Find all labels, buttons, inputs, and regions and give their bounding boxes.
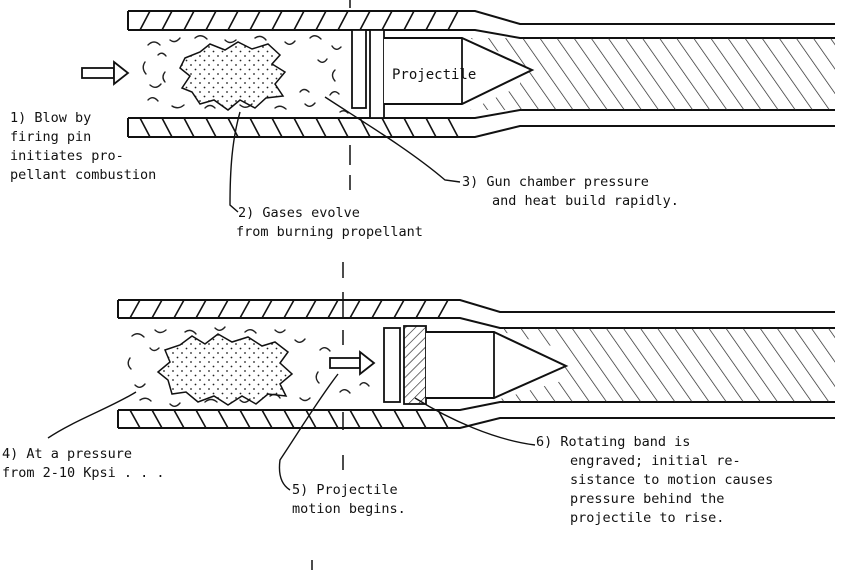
label-1-line-3: initiates pro- — [10, 148, 124, 164]
rotating-band — [403, 325, 427, 405]
upper-propellant-gases — [142, 35, 349, 114]
label-3-chamber-pressure: 3) Gun chamber pressure and heat build r… — [462, 173, 679, 211]
upper-leader-lines — [229, 96, 461, 213]
label-1-firing-pin: 1) Blow by firing pin initiates pro- pel… — [10, 109, 156, 185]
label-4-line-1: 4) At a pressure — [2, 446, 133, 462]
label-6-line-5: projectile to rise. — [570, 510, 725, 526]
label-6-line-4: pressure behind the — [570, 491, 725, 507]
lower-leader-lines — [47, 373, 536, 491]
label-4-pressure: 4) At a pressure from 2-10 Kpsi . . . — [2, 445, 165, 483]
label-5-line-1: 5) Projectile — [292, 482, 398, 498]
lower-projectile — [383, 325, 569, 405]
label-2-line-1: 2) Gases evolve — [238, 205, 360, 221]
firing-pin-arrow — [81, 60, 130, 86]
label-3-line-1: 3) Gun chamber pressure — [462, 174, 649, 190]
label-6-line-2: engraved; initial re- — [570, 453, 741, 469]
label-1-line-4: pellant combustion — [10, 167, 157, 183]
reference-centerline — [311, 0, 351, 570]
label-5-line-2: motion begins. — [292, 501, 406, 517]
projectile-label: Projectile — [392, 67, 476, 83]
label-5-motion-begins: 5) Projectile motion begins. — [292, 481, 406, 519]
label-6-line-1: 6) Rotating band is — [536, 434, 691, 450]
label-2-line-2: from burning propellant — [236, 224, 423, 240]
gas-flow-arrow — [329, 350, 376, 376]
label-6-rotating-band: 6) Rotating band is engraved; initial re… — [536, 433, 773, 528]
label-1-line-2: firing pin — [10, 129, 92, 145]
label-4-line-2: from 2-10 Kpsi . . . — [2, 465, 165, 481]
label-3-line-2: and heat build rapidly. — [492, 193, 679, 209]
label-6-line-3: sistance to motion causes — [570, 472, 774, 488]
upper-projectile: Projectile — [351, 29, 535, 119]
label-2-gases-evolve: 2) Gases evolve from burning propellant — [236, 204, 423, 242]
upper-gun-barrel — [127, 10, 835, 138]
upper-burning-propellant — [179, 41, 287, 111]
lower-propellant-gases — [127, 326, 370, 407]
lower-burning-propellant — [156, 333, 294, 406]
lower-gun-barrel — [117, 299, 835, 429]
label-1-line-1: 1) Blow by — [10, 110, 92, 126]
